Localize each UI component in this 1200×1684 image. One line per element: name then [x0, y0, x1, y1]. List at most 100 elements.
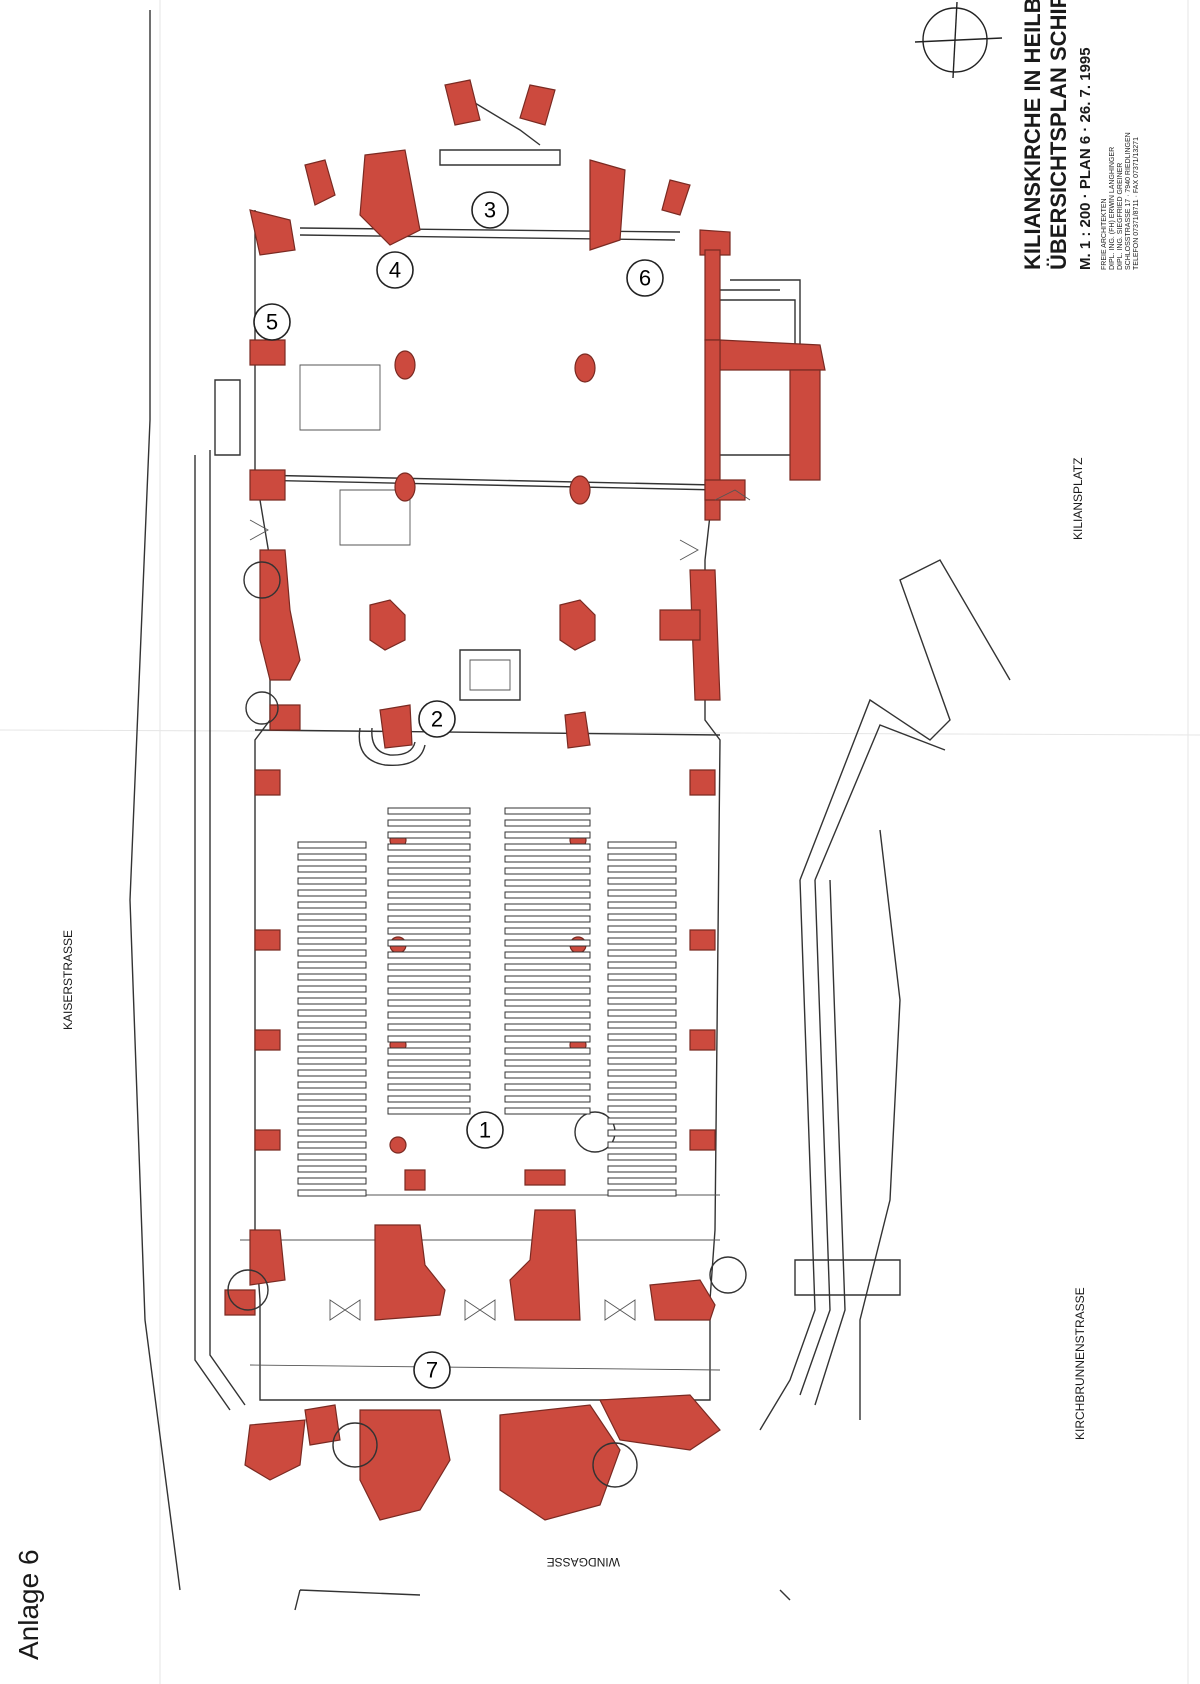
pew	[387, 927, 471, 935]
pew	[387, 1059, 471, 1067]
architect-line-3: DIPL. ING. SIEGFRIED GREINER	[1117, 163, 1124, 270]
doors	[249, 489, 751, 1321]
pew	[387, 999, 471, 1007]
pew	[607, 1117, 677, 1125]
pew	[607, 1033, 677, 1041]
pew	[504, 1059, 591, 1067]
pew	[297, 1021, 367, 1029]
pew	[607, 961, 677, 969]
pew	[607, 1129, 677, 1137]
pew	[387, 951, 471, 959]
pew	[504, 987, 591, 995]
pew	[387, 807, 471, 815]
pew	[607, 1165, 677, 1173]
pew	[297, 841, 367, 849]
pew	[297, 997, 367, 1005]
masonry-walls	[224, 79, 826, 1521]
pew	[387, 1047, 471, 1055]
pew	[297, 985, 367, 993]
pew	[607, 973, 677, 981]
architect-line-2: DIPL. ING. (FH) ERWIN LANGHINGER	[1109, 147, 1116, 270]
pew	[297, 1069, 367, 1077]
pew	[504, 1095, 591, 1103]
pew	[607, 841, 677, 849]
pew	[504, 855, 591, 863]
pew	[387, 987, 471, 995]
pew	[387, 1083, 471, 1091]
pew	[387, 855, 471, 863]
pew	[607, 1105, 677, 1113]
north-arrow-icon	[914, 1, 1003, 79]
pew	[297, 1057, 367, 1065]
pew	[297, 901, 367, 909]
pew	[504, 1011, 591, 1019]
pew	[607, 853, 677, 861]
pew	[504, 879, 591, 887]
title-line-3: M. 1 : 200 · PLAN 6 · 26. 7. 1995	[1077, 47, 1094, 270]
pew	[607, 1189, 677, 1197]
svg-text:3: 3	[484, 198, 496, 223]
pew	[387, 1071, 471, 1079]
pew	[387, 867, 471, 875]
pew	[387, 819, 471, 827]
pew	[607, 913, 677, 921]
svg-text:6: 6	[639, 266, 651, 291]
pew	[297, 877, 367, 885]
architect-line-4: SCHLOSSTRASSE 17 · 7940 RIEDLINGEN	[1125, 132, 1132, 270]
title-line-1: KILIANSKIRCHE IN HEILBRONN	[1020, 0, 1045, 270]
pew	[607, 949, 677, 957]
pew	[504, 951, 591, 959]
pew	[297, 913, 367, 921]
pew	[504, 807, 591, 815]
svg-text:7: 7	[426, 1358, 438, 1383]
pew	[607, 985, 677, 993]
pew	[504, 867, 591, 875]
pew	[297, 1105, 367, 1113]
pew	[297, 937, 367, 945]
pew	[504, 975, 591, 983]
pew	[297, 889, 367, 897]
pew	[607, 1093, 677, 1101]
pew	[607, 1021, 677, 1029]
pew	[297, 853, 367, 861]
pew	[297, 973, 367, 981]
pew	[504, 843, 591, 851]
pew	[297, 1177, 367, 1185]
pew	[387, 831, 471, 839]
pew	[504, 819, 591, 827]
pew	[387, 891, 471, 899]
pew	[504, 963, 591, 971]
pew	[387, 915, 471, 923]
pew	[297, 1129, 367, 1137]
marker-5: 5	[253, 303, 291, 341]
pew	[297, 961, 367, 969]
street-label-kiliansplatz: KILIANSPLATZ	[1071, 458, 1085, 540]
pew	[297, 1045, 367, 1053]
pew	[504, 903, 591, 911]
pew	[387, 1011, 471, 1019]
pew	[504, 891, 591, 899]
spiral-stairs	[227, 561, 747, 1488]
pew	[297, 949, 367, 957]
pew	[387, 879, 471, 887]
pew	[607, 1153, 677, 1161]
pew	[504, 1083, 591, 1091]
pew	[504, 1023, 591, 1031]
pew	[607, 937, 677, 945]
pew	[607, 1045, 677, 1053]
pew	[297, 865, 367, 873]
pew	[607, 1009, 677, 1017]
marker-7: 7	[413, 1351, 451, 1389]
pew	[504, 831, 591, 839]
pew	[607, 901, 677, 909]
marker-4: 4	[376, 251, 414, 289]
marker-6: 6	[626, 259, 664, 297]
pew	[297, 1033, 367, 1041]
pew	[504, 927, 591, 935]
pews	[297, 807, 677, 1197]
marker-3: 3	[471, 191, 509, 229]
pew	[504, 1047, 591, 1055]
pew	[387, 939, 471, 947]
street-label-kaiserstrasse: KAISERSTRASSE	[61, 930, 75, 1030]
